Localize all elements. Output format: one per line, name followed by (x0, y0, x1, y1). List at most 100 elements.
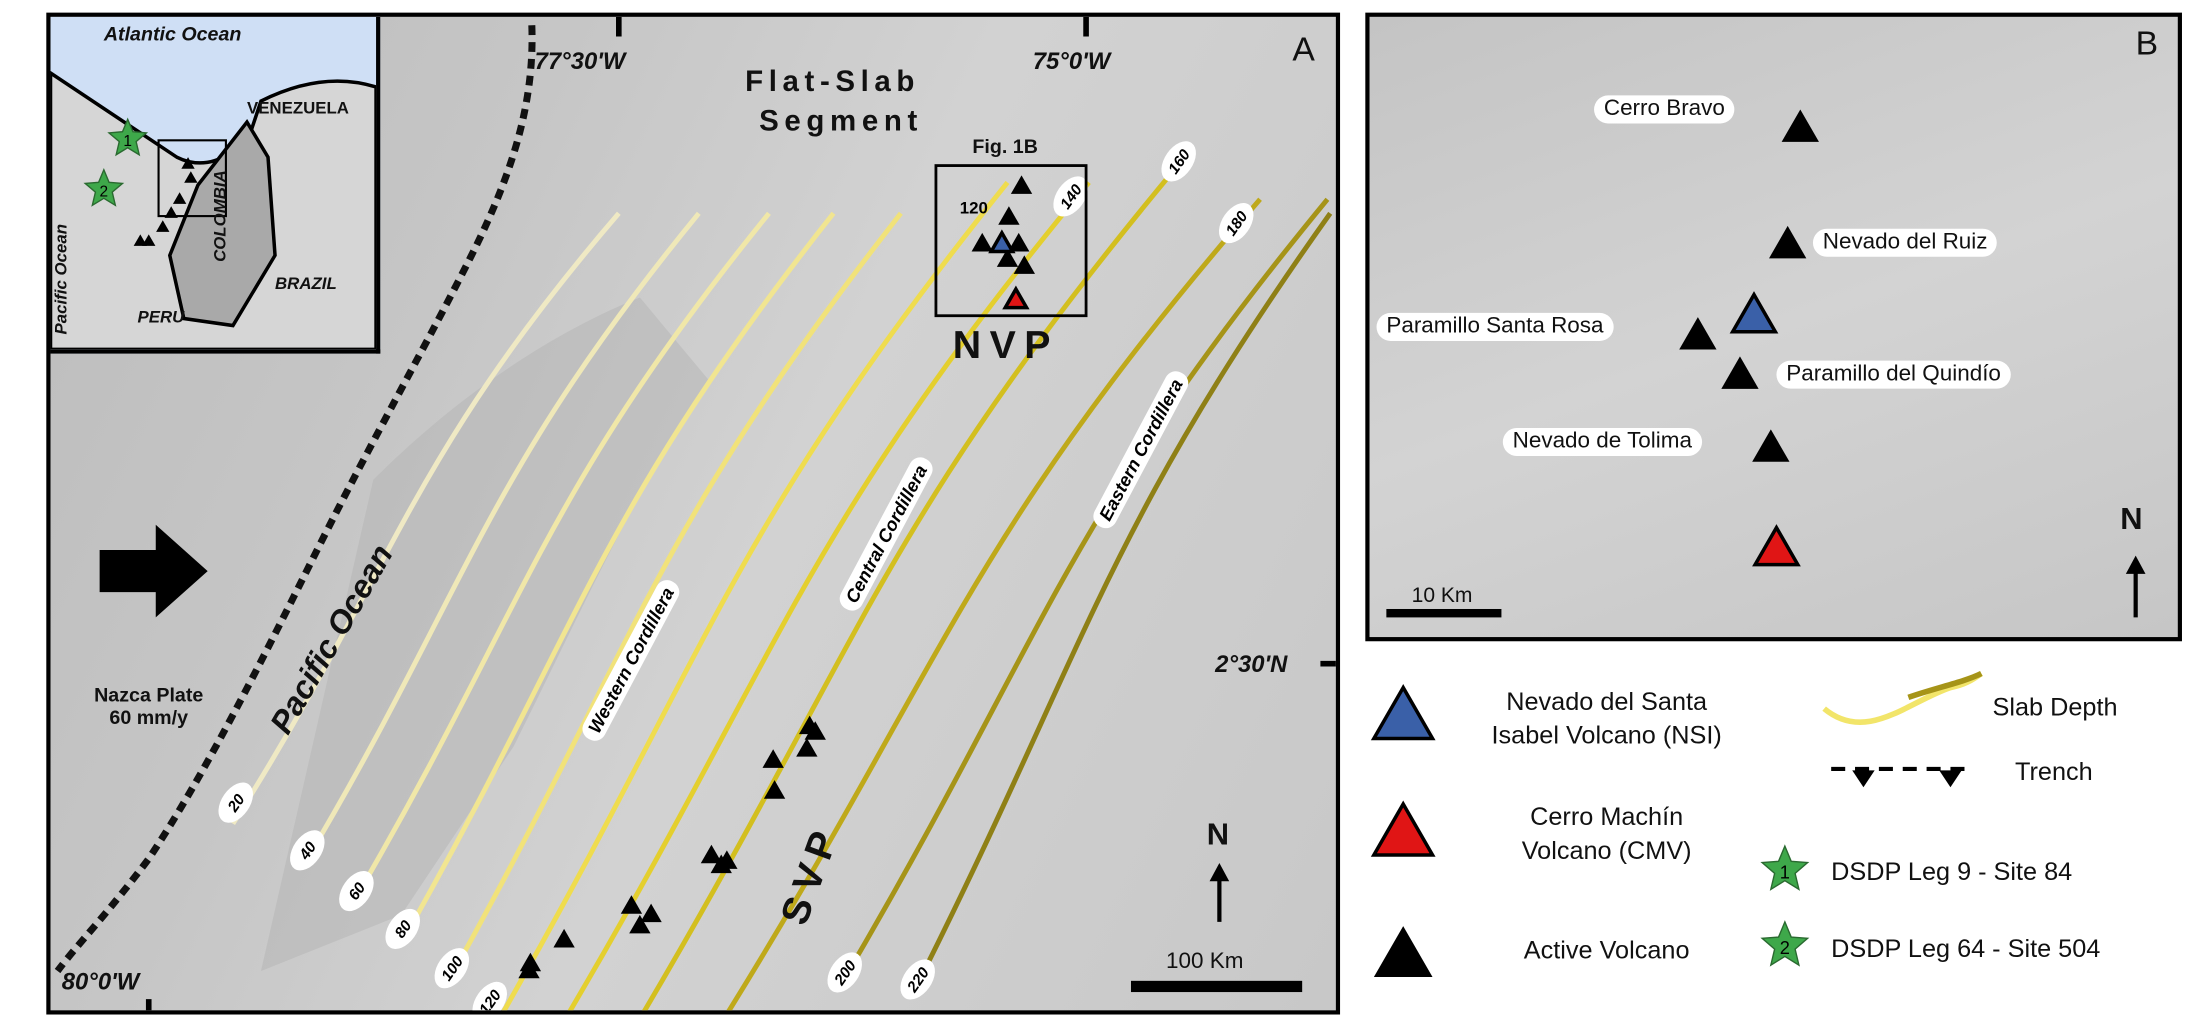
slab-contour-120 (501, 180, 1010, 1011)
contour-label-bg-160 (1161, 141, 1196, 182)
active-volcano-icon (519, 952, 542, 972)
active-volcano-icon (553, 928, 575, 948)
north-arrow-label: N (1206, 816, 1230, 852)
panel-b-map: B Cerro Bravo Nevado del Ruiz Paramillo … (1365, 12, 2182, 642)
slab-contour-40 (300, 211, 701, 868)
active-volcano-icon (796, 738, 818, 757)
inset-brazil-label: BRAZIL (275, 273, 337, 294)
inset-volcano-icon (184, 171, 198, 183)
slab-contour-220 (911, 211, 1333, 994)
legend-slab-depth-icon-dark (1907, 671, 1983, 701)
scale-bar-icon (1130, 980, 1303, 993)
volcano-label-cerro-bravo: Cerro Bravo (1594, 95, 1735, 124)
contour-label-bg-20 (218, 782, 253, 823)
active-volcano-icon (1010, 175, 1033, 194)
legend-trench-tooth-icon (1939, 770, 1962, 788)
legend-cmv-line1: Cerro Machín (1530, 802, 1684, 831)
legend-slab-depth: Slab Depth (1992, 693, 2118, 722)
inset-colombia (167, 118, 277, 328)
panel-letter-a: A (1292, 30, 1315, 69)
map-b-overlay (1386, 109, 2146, 618)
b-active-volcano-icon (1721, 356, 1759, 389)
nsi-volcano-icon (988, 229, 1016, 254)
b-active-volcano-icon (1679, 317, 1717, 350)
active-volcano-icon (1013, 255, 1036, 274)
legend-site-number-1: 1 (1780, 861, 1790, 882)
b-scale-bar-icon (1386, 608, 1502, 618)
slab-contour-60 (350, 211, 771, 905)
lat-tick-2-30: 2°30'N (1215, 651, 1288, 678)
legend-site-1: DSDP Leg 9 - Site 84 (1831, 857, 2073, 886)
volcano-label-paramillo-santa-rosa: Paramillo Santa Rosa (1376, 312, 1614, 341)
flat-slab-label-1: Flat-Slab (745, 65, 921, 99)
legend-trench: Trench (2014, 757, 2093, 786)
legend-cmv-icon (1370, 800, 1436, 857)
inset-study-area-box (157, 139, 227, 218)
b-north-arrowhead-icon (2125, 555, 2146, 574)
b-cmv-volcano-icon (1752, 524, 1801, 567)
north-arrowhead-icon (1209, 862, 1230, 882)
panel-letter-b: B (2135, 25, 2159, 64)
inset-overlay: 12 (50, 70, 377, 350)
inset-volcano-icon (133, 234, 147, 246)
nazca-plate-name: Nazca Plate (94, 683, 204, 706)
b-nsi-volcano-icon (1729, 291, 1779, 334)
active-volcano-icon (640, 903, 662, 923)
volcano-label-nevado-de-tolima: Nevado de Tolima (1502, 427, 1702, 457)
plate-motion-arrow-icon (99, 524, 208, 618)
lon-tick-80: 80°0'W (61, 968, 140, 995)
legend-cmv-line2: Volcano (CMV) (1521, 836, 1692, 865)
inset-atlantic-label: Atlantic Ocean (103, 22, 242, 45)
b-active-volcano-icon (1781, 109, 1819, 142)
active-volcano-icon (716, 850, 738, 869)
legend-site-2: DSDP Leg 64 - Site 504 (1831, 934, 2101, 963)
lowland-shade (260, 297, 711, 972)
active-volcano-icon (1008, 232, 1030, 252)
slab-contour-80 (399, 211, 836, 945)
legend-nsi-line2: Isabel Volcano (NSI) (1491, 721, 1722, 750)
volcano-label-paramillo-del-quindio: Paramillo del Quindío (1776, 360, 2011, 389)
fig-1b-box (934, 164, 1088, 318)
slab-contour-100 (444, 211, 903, 987)
site-number-2: 2 (100, 183, 109, 200)
b-active-volcano-icon (1752, 429, 1790, 462)
slab-contour-200 (838, 197, 1330, 987)
legend-trench-tooth-icon (1852, 770, 1875, 788)
b-north-arrow-label: N (2120, 500, 2143, 537)
contour-label-bg-220 (900, 959, 935, 1000)
site-number-1: 1 (123, 133, 132, 150)
lon-tick-77-30: 77°30'W (534, 47, 626, 75)
legend-active-volcano: Active Volcano (1523, 935, 1690, 964)
legend-nsi-line1: Nevado del Santa (1506, 687, 1708, 716)
legend-nsi-icon (1370, 684, 1436, 741)
inset-venezuela-label: VENEZUELA (246, 98, 349, 118)
active-volcano-icon (700, 844, 723, 864)
b-scale-bar-label: 10 Km (1411, 583, 1473, 608)
legend-site-1-star-icon (1760, 844, 1810, 891)
scale-bar-label: 100 Km (1166, 949, 1244, 974)
nazca-plate-rate: 60 mm/y (109, 705, 189, 729)
contour-label-bg-80 (385, 908, 420, 949)
inset-peru-label: PERU (137, 307, 185, 327)
site-2-star-icon (83, 167, 125, 207)
contour-label-bg-100 (434, 948, 470, 989)
lon-tick-75: 75°0'W (1032, 47, 1111, 75)
inset-volcano-icon (142, 234, 156, 246)
contour-label-bg-120 (472, 981, 507, 1011)
active-volcano-icon (996, 248, 1019, 267)
inset-volcano-icon (156, 220, 170, 232)
inset-volcano-icon (181, 157, 195, 169)
active-volcano-icon (629, 914, 651, 934)
contour-label-120-top: 120 (960, 198, 988, 217)
active-volcano-icon (971, 232, 993, 252)
active-volcano-icon (762, 749, 784, 768)
active-volcano-icon (620, 895, 643, 914)
active-volcano-icon (804, 721, 826, 740)
